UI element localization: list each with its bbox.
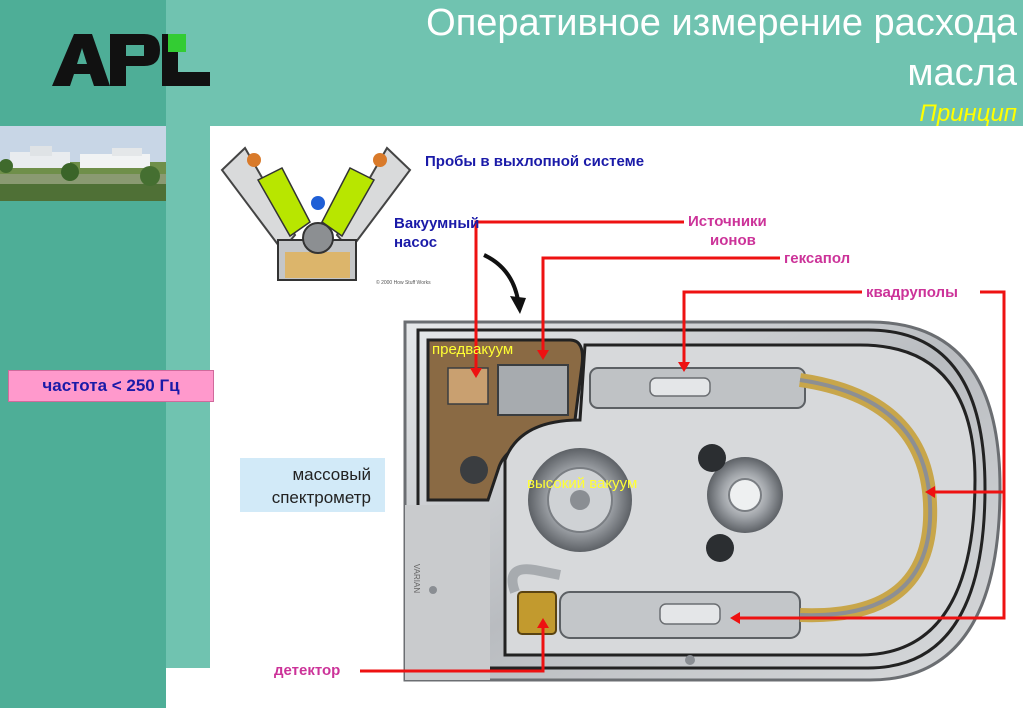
engine-copyright: © 2000 How Stuff Works — [376, 280, 431, 286]
vacuum-pump-label-line2: насос — [394, 234, 438, 251]
hexapole-label: гексапол — [784, 250, 851, 267]
quadrupole-upper-leader — [682, 290, 862, 362]
page-subtitle: Принцип — [919, 100, 1017, 127]
page-title-line1: Оперативное измерение расхода — [426, 2, 1017, 44]
quadrupoles-label: квадруполы — [866, 284, 958, 301]
detector-label: детектор — [274, 662, 341, 679]
ms-label-line2: спектрометр — [271, 488, 371, 507]
pre-vacuum-label: предвакуум — [432, 341, 514, 358]
page-title-line2: масла — [907, 52, 1017, 94]
factory-photo — [0, 126, 166, 201]
hexapole-leader — [541, 256, 780, 350]
quadrupole-right-leader — [740, 290, 1006, 620]
ion-sources-label-line1: Источники — [688, 213, 767, 230]
mass-spectrometer-label: массовый спектрометр — [240, 458, 385, 512]
high-vacuum-label: высокий вакуум — [527, 475, 638, 492]
ion-source-leader — [474, 220, 684, 368]
device-brand: VARIAN — [412, 563, 422, 594]
vacuum-pump-label-line1: Вакуумный — [394, 215, 480, 232]
frequency-badge: частота < 250 Гц — [8, 370, 214, 402]
apl-logo — [52, 34, 210, 86]
engine-label: Пробы в выхлопной системе — [425, 153, 645, 170]
header-band — [166, 0, 1023, 126]
ms-label-line1: массовый — [292, 465, 371, 484]
sidebar-band — [0, 0, 166, 708]
ion-sources-label-line2: ионов — [710, 232, 756, 249]
detector-leader — [360, 628, 545, 673]
